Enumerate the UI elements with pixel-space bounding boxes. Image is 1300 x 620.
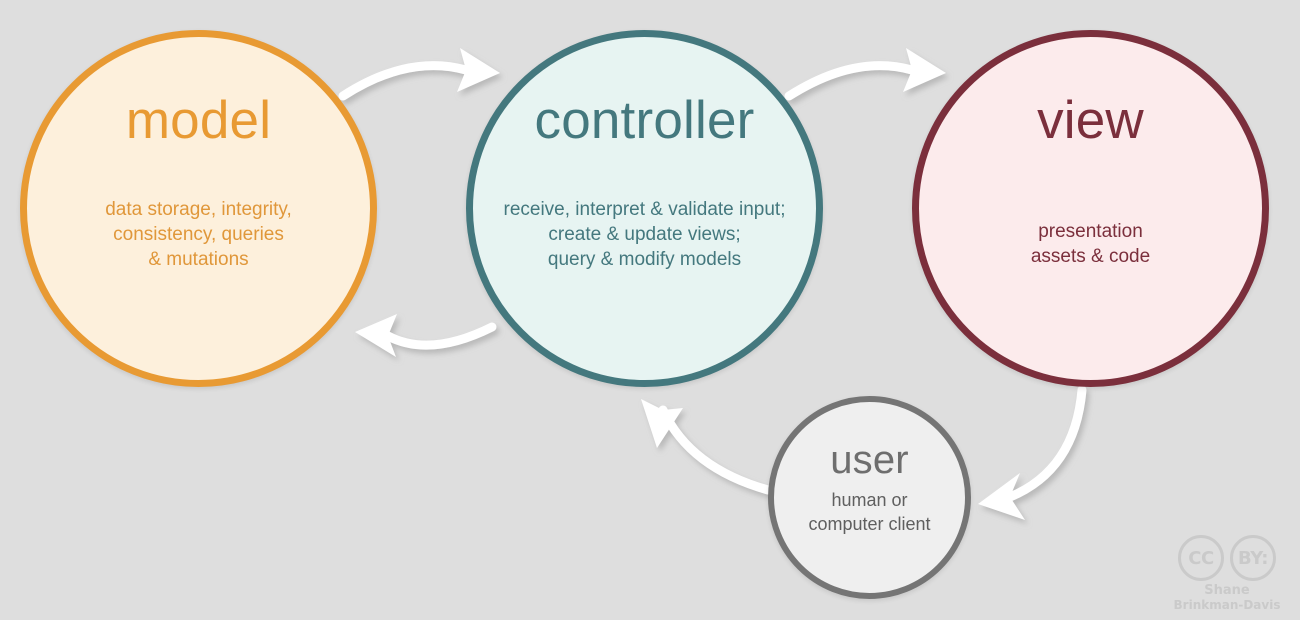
node-user-description: human or computer client: [808, 490, 931, 534]
node-user[interactable]: user human or computer client: [768, 396, 971, 599]
node-view[interactable]: view presentation assets & code: [912, 30, 1269, 387]
node-user-title: user: [830, 438, 909, 482]
node-controller-title: controller: [534, 91, 755, 150]
node-model-description: data storage, integrity, consistency, qu…: [105, 199, 292, 271]
node-model-title: model: [125, 91, 272, 150]
attribution-block: CC BY: Shane Brinkman-Davis: [1164, 535, 1290, 612]
creative-commons-badges: CC BY:: [1178, 535, 1276, 582]
node-model[interactable]: model data storage, integrity, consisten…: [20, 30, 377, 387]
attribution-name-last: Brinkman-Davis: [1173, 597, 1281, 612]
node-controller[interactable]: controller receive, interpret & validate…: [466, 30, 823, 387]
node-controller-description: receive, interpret & validate input; cre…: [503, 199, 786, 271]
arrow-model-to-controller: [338, 48, 500, 101]
attribution-name-first: Shane: [1204, 583, 1250, 599]
arrow-user-to-controller: [641, 399, 773, 495]
creative-commons-icon: CC: [1178, 535, 1224, 582]
node-view-description: presentation assets & code: [1030, 221, 1151, 268]
attribution-by-icon: BY:: [1230, 535, 1276, 582]
arrow-controller-to-model: [355, 314, 497, 357]
node-view-title: view: [1037, 91, 1144, 150]
arrow-view-to-user: [978, 385, 1087, 520]
attribution-name: Shane Brinkman-Davis: [1173, 583, 1281, 612]
arrow-controller-to-view: [784, 48, 946, 101]
